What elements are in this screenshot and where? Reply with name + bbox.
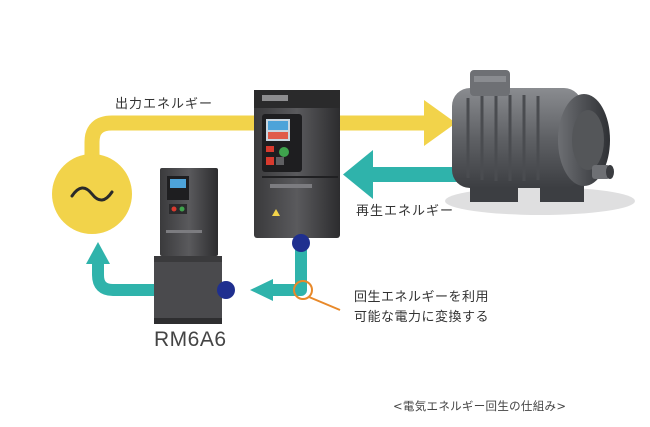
regen-flow-arrowhead <box>343 150 373 199</box>
ac-source-icon <box>52 154 132 234</box>
motor-icon <box>445 70 635 215</box>
source-feed-path <box>92 262 168 296</box>
regen-unit-icon <box>154 168 222 324</box>
inverter-icon <box>254 90 340 238</box>
inverter-junction-dot <box>292 234 310 252</box>
callout-leader <box>308 296 341 311</box>
callout-marker <box>293 280 313 300</box>
source-feed-arrowhead <box>86 242 110 264</box>
output-flow-path <box>84 115 428 170</box>
convert-description-line2: 可能な電力に変換する <box>354 310 490 325</box>
regen-return-arrowhead <box>250 279 273 301</box>
regen-energy-label: 再生エネルギー <box>356 204 455 219</box>
output-flow-arrowhead <box>424 100 456 146</box>
diagram-caption: <電気エネルギー回生の仕組み> <box>393 399 567 413</box>
convert-description-line1: 回生エネルギーを利用 <box>354 290 490 305</box>
output-energy-label: 出力エネルギー <box>115 97 214 112</box>
convert-description: 回生エネルギーを利用 可能な電力に変換する <box>354 288 489 328</box>
regen-flow-bar <box>372 167 467 182</box>
regen-unit-junction-dot <box>217 281 235 299</box>
regen-return-path <box>272 244 307 296</box>
model-label: RM6A6 <box>154 328 227 351</box>
